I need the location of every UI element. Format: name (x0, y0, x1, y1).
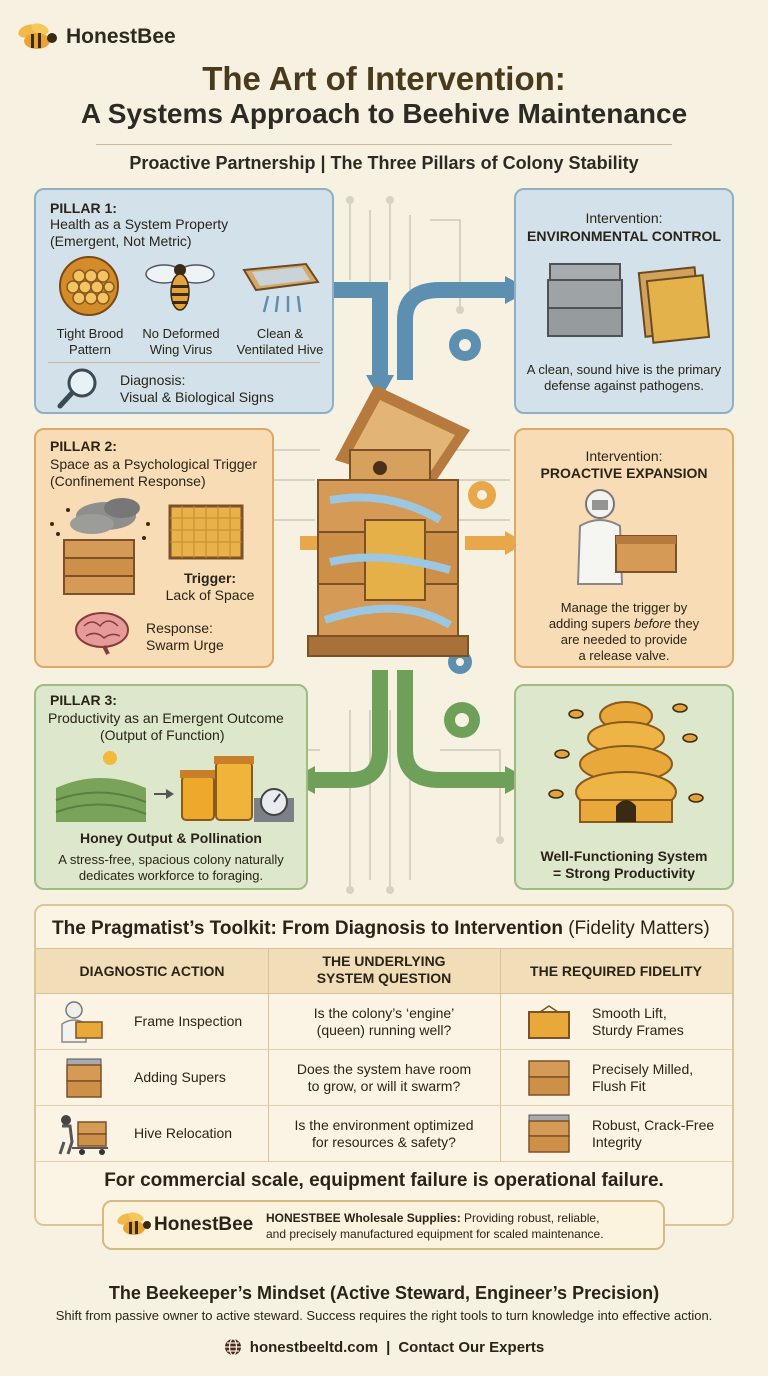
outcome-panel: Well-Functioning System= Strong Producti… (514, 684, 734, 890)
question-text: Is the colony’s ‘engine’(queen) running … (313, 1005, 455, 1038)
hive-box-icon (528, 1060, 570, 1096)
col-divider (500, 948, 501, 1162)
supplier-brand: HonestBee (154, 1214, 254, 1235)
response-text: Swarm Urge (146, 637, 224, 653)
intervention-1-heading: ENVIRONMENTAL CONTROL (527, 228, 721, 244)
mindset-text: Shift from passive owner to active stewa… (55, 1308, 713, 1323)
honey-output-icon (55, 751, 294, 822)
page-title-line2: A Systems Approach to Beehive Maintenanc… (80, 98, 688, 129)
swarming-hive-icon (50, 498, 150, 595)
toolkit-footer-note: For commercial scale, equipment failure … (104, 1170, 664, 1191)
table-header-row: DIAGNOSTIC ACTION THE UNDERLYING SYSTEM … (36, 948, 732, 994)
beekeeper-with-super-icon (576, 489, 677, 585)
brood-comb-icon (59, 256, 119, 316)
toolkit-title: The Pragmatist’s Toolkit: From Diagnosis… (52, 918, 710, 939)
action-adding-supers: Adding Supers (134, 1069, 226, 1085)
intervention-1-panel: Intervention: ENVIRONMENTAL CONTROL A cl… (514, 188, 734, 414)
outcome-text: Well-Functioning System= Strong Producti… (540, 848, 708, 881)
action-frame-inspection: Frame Inspection (134, 1013, 243, 1029)
intervention-1-label: Intervention: (585, 210, 663, 226)
header-diagnostic-action: DIAGNOSTIC ACTION (79, 963, 225, 979)
pillar-1-label: PILLAR 1: (50, 200, 117, 216)
pillar-3-subheading: (Output of Function) (100, 727, 225, 743)
page-title-line1: The Art of Intervention: (202, 60, 566, 97)
frame-icon (528, 1005, 570, 1039)
magnifier-icon (57, 368, 97, 409)
hive-boxes-icon (547, 263, 711, 344)
contact-separator: | (386, 1338, 391, 1356)
contact-experts-link[interactable]: Contact Our Experts (398, 1338, 545, 1356)
intervention-2-text: Manage the trigger by adding supers befo… (548, 600, 700, 663)
table-row: Frame Inspection Is the colony’s ‘engine… (36, 994, 732, 1050)
pillar-2-panel: PILLAR 2: Space as a Psychological Trigg… (34, 428, 274, 668)
full-comb-frame-icon (168, 504, 244, 560)
fidelity-text: Smooth Lift,Sturdy Frames (592, 1005, 684, 1038)
sign-3-caption: Clean &Ventilated Hive (236, 326, 324, 357)
intervention-2-panel: Intervention: PROACTIVE EXPANSION Manage… (514, 428, 734, 668)
emphasis-before: before (634, 616, 671, 631)
brain-icon (75, 612, 129, 655)
supplier-text: HONESTBEE Wholesale Supplies: Providing … (266, 1211, 604, 1241)
pillar-3-text: A stress-free, spacious colony naturally… (58, 852, 284, 883)
pillar-1-subheading: (Emergent, Not Metric) (50, 233, 192, 249)
pillar-2-subheading: (Confinement Response) (50, 473, 206, 489)
bee-logo-icon (117, 1212, 151, 1235)
contact-bar: honestbeeltd.com | Contact Our Experts (0, 1338, 768, 1356)
mindset-title: The Beekeeper’s Mindset (Active Steward,… (108, 1283, 660, 1303)
toolkit-table: The Pragmatist’s Toolkit: From Diagnosis… (34, 904, 734, 1226)
pillar-3-heading: Productivity as an Emergent Outcome (48, 710, 284, 726)
header-required-fidelity: THE REQUIRED FIDELITY (530, 963, 702, 979)
bee-icon (145, 264, 215, 311)
brand-name: HonestBee (66, 25, 176, 48)
brand-logo[interactable]: HonestBee (14, 22, 176, 52)
diagnosis-label: Diagnosis: (120, 372, 186, 388)
pillar-2-heading: Space as a Psychological Trigger (50, 456, 257, 472)
action-hive-relocation: Hive Relocation (134, 1125, 233, 1141)
header-system-question: THE UNDERLYING SYSTEM QUESTION (316, 953, 452, 986)
fidelity-text: Precisely Milled,Flush Fit (592, 1061, 694, 1094)
pillar-3-panel: PILLAR 3: Productivity as an Emergent Ou… (34, 684, 308, 890)
stacked-supers-icon (66, 1058, 102, 1098)
pillar-3-label: PILLAR 3: (50, 692, 117, 708)
intervention-2-heading: PROACTIVE EXPANSION (540, 465, 708, 481)
col-divider (268, 948, 269, 1162)
bee-skep-icon (548, 701, 704, 823)
hive-relocation-icon (58, 1115, 108, 1155)
trigger-label: Trigger: (183, 570, 237, 586)
trigger-text: Lack of Space (165, 587, 255, 603)
pillar-1-panel: PILLAR 1: Health as a System Property (E… (34, 188, 334, 414)
supplier-banner[interactable]: HonestBee HONESTBEE Wholesale Supplies: … (102, 1200, 665, 1250)
title-divider (96, 144, 672, 145)
pillar-1-heading: Health as a System Property (50, 216, 229, 232)
pillar-1-divider (48, 362, 320, 363)
honey-output-label: Honey Output & Pollination (80, 830, 262, 846)
intervention-2-label: Intervention: (585, 448, 663, 464)
diagnosis-text: Visual & Biological Signs (120, 389, 274, 405)
pillar-2-label: PILLAR 2: (50, 438, 117, 454)
bee-logo-icon (18, 23, 57, 49)
globe-icon (224, 1338, 241, 1356)
response-label: Response: (146, 620, 213, 636)
frame-inspection-icon (61, 1001, 103, 1043)
full-hive-icon (528, 1114, 570, 1153)
table-row: Hive Relocation Is the environment optim… (36, 1106, 732, 1162)
ventilated-box-icon (242, 262, 320, 313)
website-link[interactable]: honestbeeltd.com (249, 1338, 379, 1356)
subtitle: Proactive Partnership | The Three Pillar… (129, 153, 639, 173)
